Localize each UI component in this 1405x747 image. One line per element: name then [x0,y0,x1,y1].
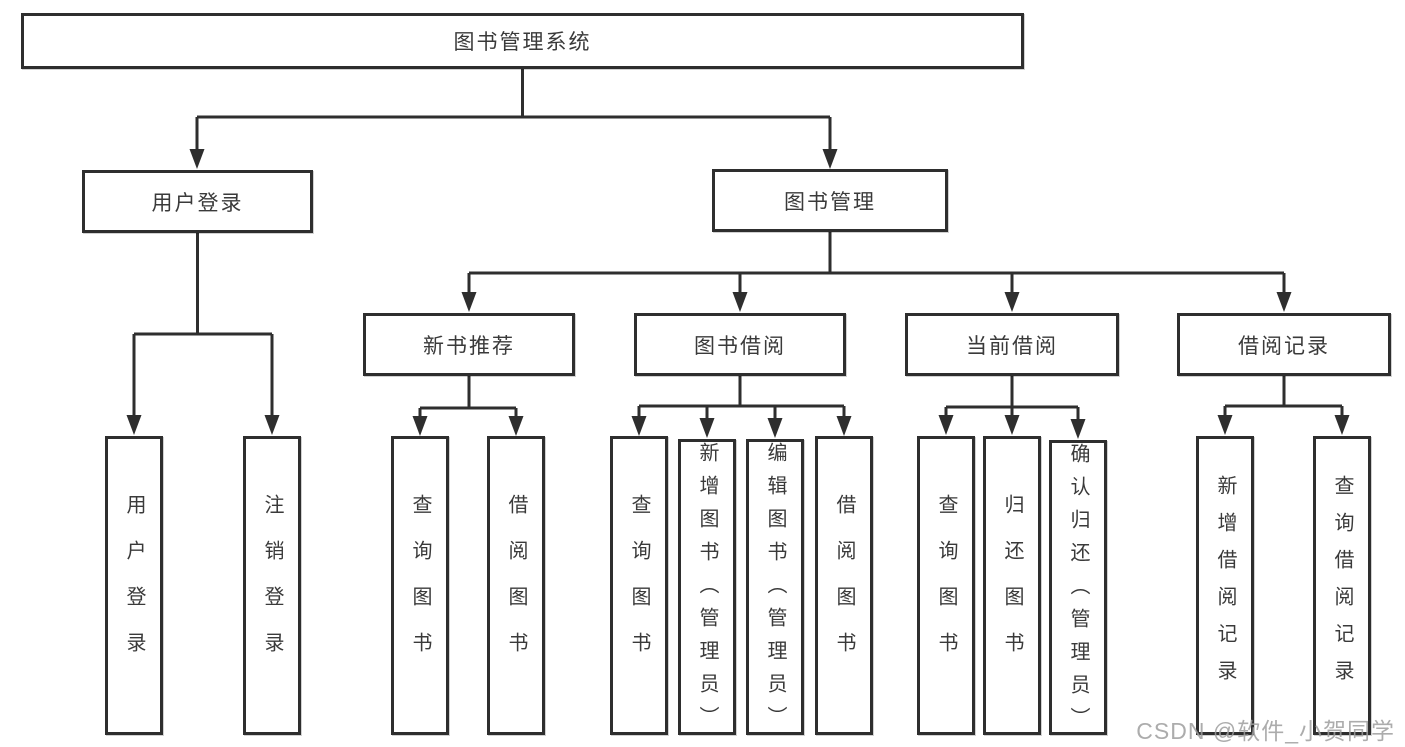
leaf-add-books-admin: 新增图书（管理员） [678,439,736,739]
node-book-management-label: 图书管理 [784,190,876,214]
node-root: 图书管理系统 [21,13,1024,69]
leaf-add-books-admin-label: 新增图书（管理员） [696,442,718,739]
leaf-current-query-books-label: 查询图书 [935,493,957,678]
node-book-management: 图书管理 [712,169,948,232]
leaf-edit-books-admin: 编辑图书（管理员） [746,439,804,739]
leaf-borrow-query-books-label: 查询图书 [628,493,650,678]
leaf-logout: 注销登录 [243,436,301,735]
leaf-user-login: 用户登录 [105,436,163,735]
node-book-borrow: 图书借阅 [634,313,846,376]
leaf-edit-books-admin-label: 编辑图书（管理员） [764,442,786,739]
node-new-book-recommend: 新书推荐 [363,313,575,376]
leaf-recommend-query-books-label: 查询图书 [409,493,431,678]
node-book-borrow-label: 图书借阅 [694,334,786,358]
leaf-logout-label: 注销登录 [261,493,283,678]
leaf-borrow-query-books: 查询图书 [610,436,668,735]
leaf-borrow-books-label: 借阅图书 [833,493,855,678]
leaf-confirm-return-admin-label: 确认归还（管理员） [1067,443,1089,740]
leaf-query-borrow-record: 查询借阅记录 [1313,436,1371,735]
leaf-return-books-label: 归还图书 [1001,493,1023,678]
leaf-query-borrow-record-label: 查询借阅记录 [1331,474,1353,697]
leaf-recommend-query-books: 查询图书 [391,436,449,735]
leaf-recommend-borrow-books-label: 借阅图书 [505,493,527,678]
node-current-borrow: 当前借阅 [905,313,1119,376]
leaf-current-query-books: 查询图书 [917,436,975,735]
leaf-user-login-label: 用户登录 [123,493,145,678]
node-current-borrow-label: 当前借阅 [966,334,1058,358]
node-new-book-recommend-label: 新书推荐 [423,334,515,358]
node-borrow-records-label: 借阅记录 [1238,334,1330,358]
node-user-login-label: 用户登录 [151,191,244,215]
arrowheads [126,149,1350,439]
node-root-label: 图书管理系统 [453,31,592,54]
node-user-login: 用户登录 [82,170,313,233]
watermark: CSDN @软件_小贺同学 [1136,718,1395,744]
leaf-recommend-borrow-books: 借阅图书 [487,436,545,735]
leaf-add-borrow-record: 新增借阅记录 [1196,436,1254,735]
leaf-confirm-return-admin: 确认归还（管理员） [1049,440,1107,740]
leaf-add-borrow-record-label: 新增借阅记录 [1214,474,1236,697]
node-borrow-records: 借阅记录 [1177,313,1391,376]
leaf-return-books: 归还图书 [983,436,1041,735]
leaf-borrow-books: 借阅图书 [815,436,873,735]
